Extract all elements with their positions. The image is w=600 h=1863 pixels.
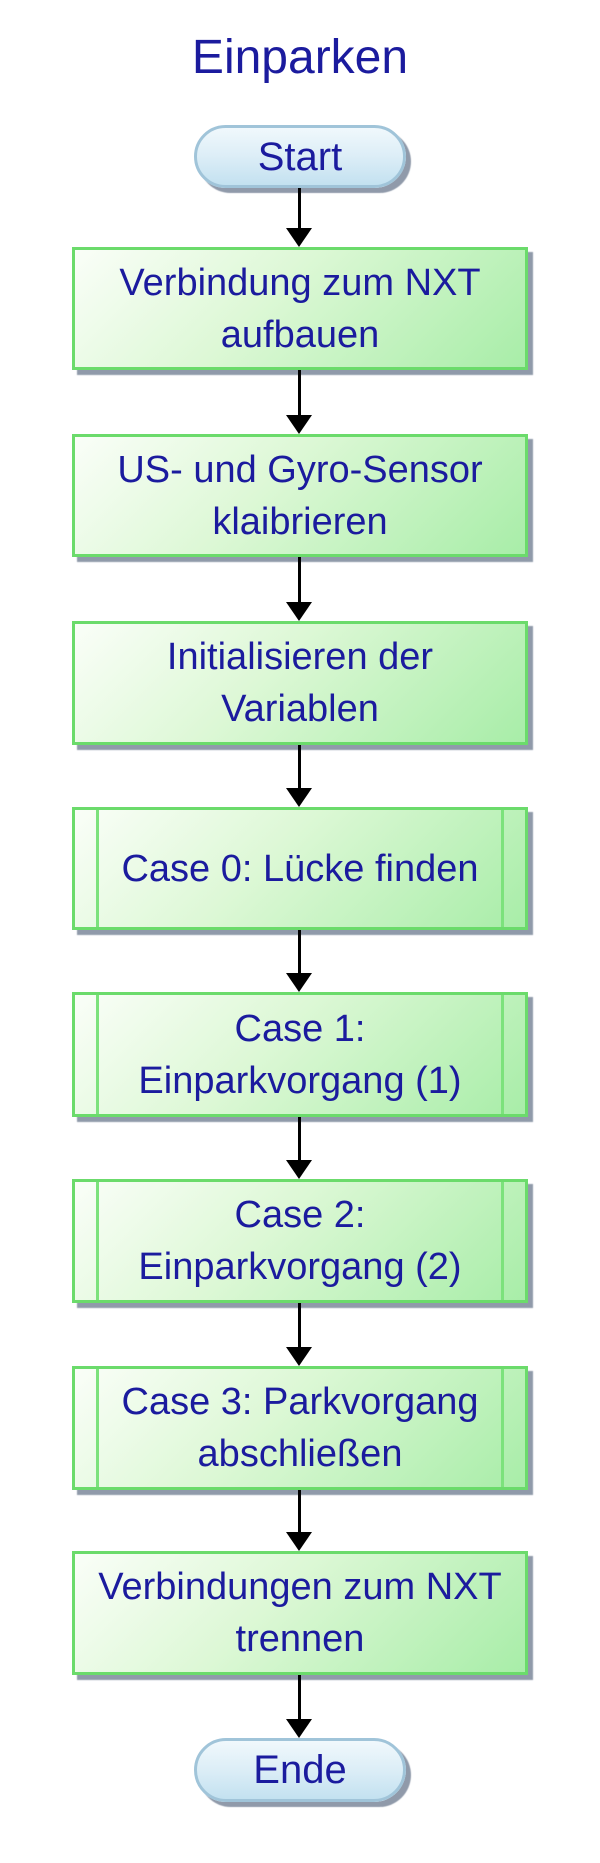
arrow-shaft <box>298 1675 301 1722</box>
arrow-shaft <box>298 370 301 418</box>
arrow-head-icon <box>286 1347 312 1366</box>
arrow-shaft <box>298 1117 301 1163</box>
flow-arrow <box>285 1675 315 1738</box>
node-text-line: Einparkvorgang (1) <box>138 1059 462 1102</box>
arrow-head-icon <box>286 973 312 992</box>
flow-arrow <box>285 745 315 807</box>
node-text-line: Verbindungen zum NXT <box>98 1566 502 1608</box>
node-text-line: trennen <box>235 1618 365 1660</box>
node-text-line: Einparkvorgang (2) <box>138 1246 462 1288</box>
node-text-line: Ende <box>253 1748 347 1792</box>
node-text-line: Initialisieren der <box>166 636 434 678</box>
flow-node-end: Ende <box>194 1738 406 1802</box>
arrow-shaft <box>298 188 301 231</box>
arrow-head-icon <box>286 788 312 807</box>
arrow-shaft <box>298 745 301 791</box>
flow-arrow <box>285 1117 315 1179</box>
flow-node-init-variables: Initialisieren der Variablen <box>72 621 528 745</box>
node-text-line: Start <box>257 134 343 179</box>
node-text-line: Verbindung zum NXT <box>119 261 481 304</box>
flow-node-connect-nxt: Verbindung zum NXT aufbauen <box>72 247 528 370</box>
arrow-head-icon <box>286 1719 312 1738</box>
arrow-head-icon <box>286 415 312 434</box>
flow-arrow <box>285 1490 315 1551</box>
flow-arrow <box>285 1303 315 1366</box>
node-text-line: Case 2: <box>234 1194 366 1236</box>
flow-arrow <box>285 557 315 621</box>
flow-node-case-0: Case 0: Lücke finden <box>72 807 528 930</box>
flow-arrow <box>285 930 315 992</box>
arrow-head-icon <box>286 1160 312 1179</box>
node-text-line: Case 3: Parkvorgang <box>121 1381 479 1423</box>
arrow-shaft <box>298 1490 301 1535</box>
flow-node-start: Start <box>194 125 406 188</box>
arrow-head-icon <box>286 1532 312 1551</box>
node-text-line: US- und Gyro-Sensor <box>117 448 483 491</box>
flow-node-calibrate-sensors: US- und Gyro-Sensor klaibrieren <box>72 434 528 557</box>
arrow-shaft <box>298 1303 301 1350</box>
flow-arrow <box>285 370 315 434</box>
flow-node-case-3: Case 3: Parkvorgang abschließen <box>72 1366 528 1490</box>
flow-node-disconnect-nxt: Verbindungen zum NXT trennen <box>72 1551 528 1675</box>
arrow-head-icon <box>286 228 312 247</box>
flow-node-case-1: Case 1: Einparkvorgang (1) <box>72 992 528 1117</box>
node-text-line: abschließen <box>197 1433 403 1475</box>
node-text-line: aufbauen <box>220 313 380 356</box>
diagram-title: Einparken <box>191 31 409 84</box>
node-text-line: Case 1: <box>234 1007 366 1050</box>
flow-node-case-2: Case 2: Einparkvorgang (2) <box>72 1179 528 1303</box>
arrow-head-icon <box>286 602 312 621</box>
arrow-shaft <box>298 930 301 976</box>
arrow-shaft <box>298 557 301 605</box>
flow-arrow <box>285 188 315 247</box>
node-text-line: Variablen <box>221 688 379 730</box>
node-text-line: Case 0: Lücke finden <box>121 847 479 890</box>
node-text-line: klaibrieren <box>212 500 388 543</box>
